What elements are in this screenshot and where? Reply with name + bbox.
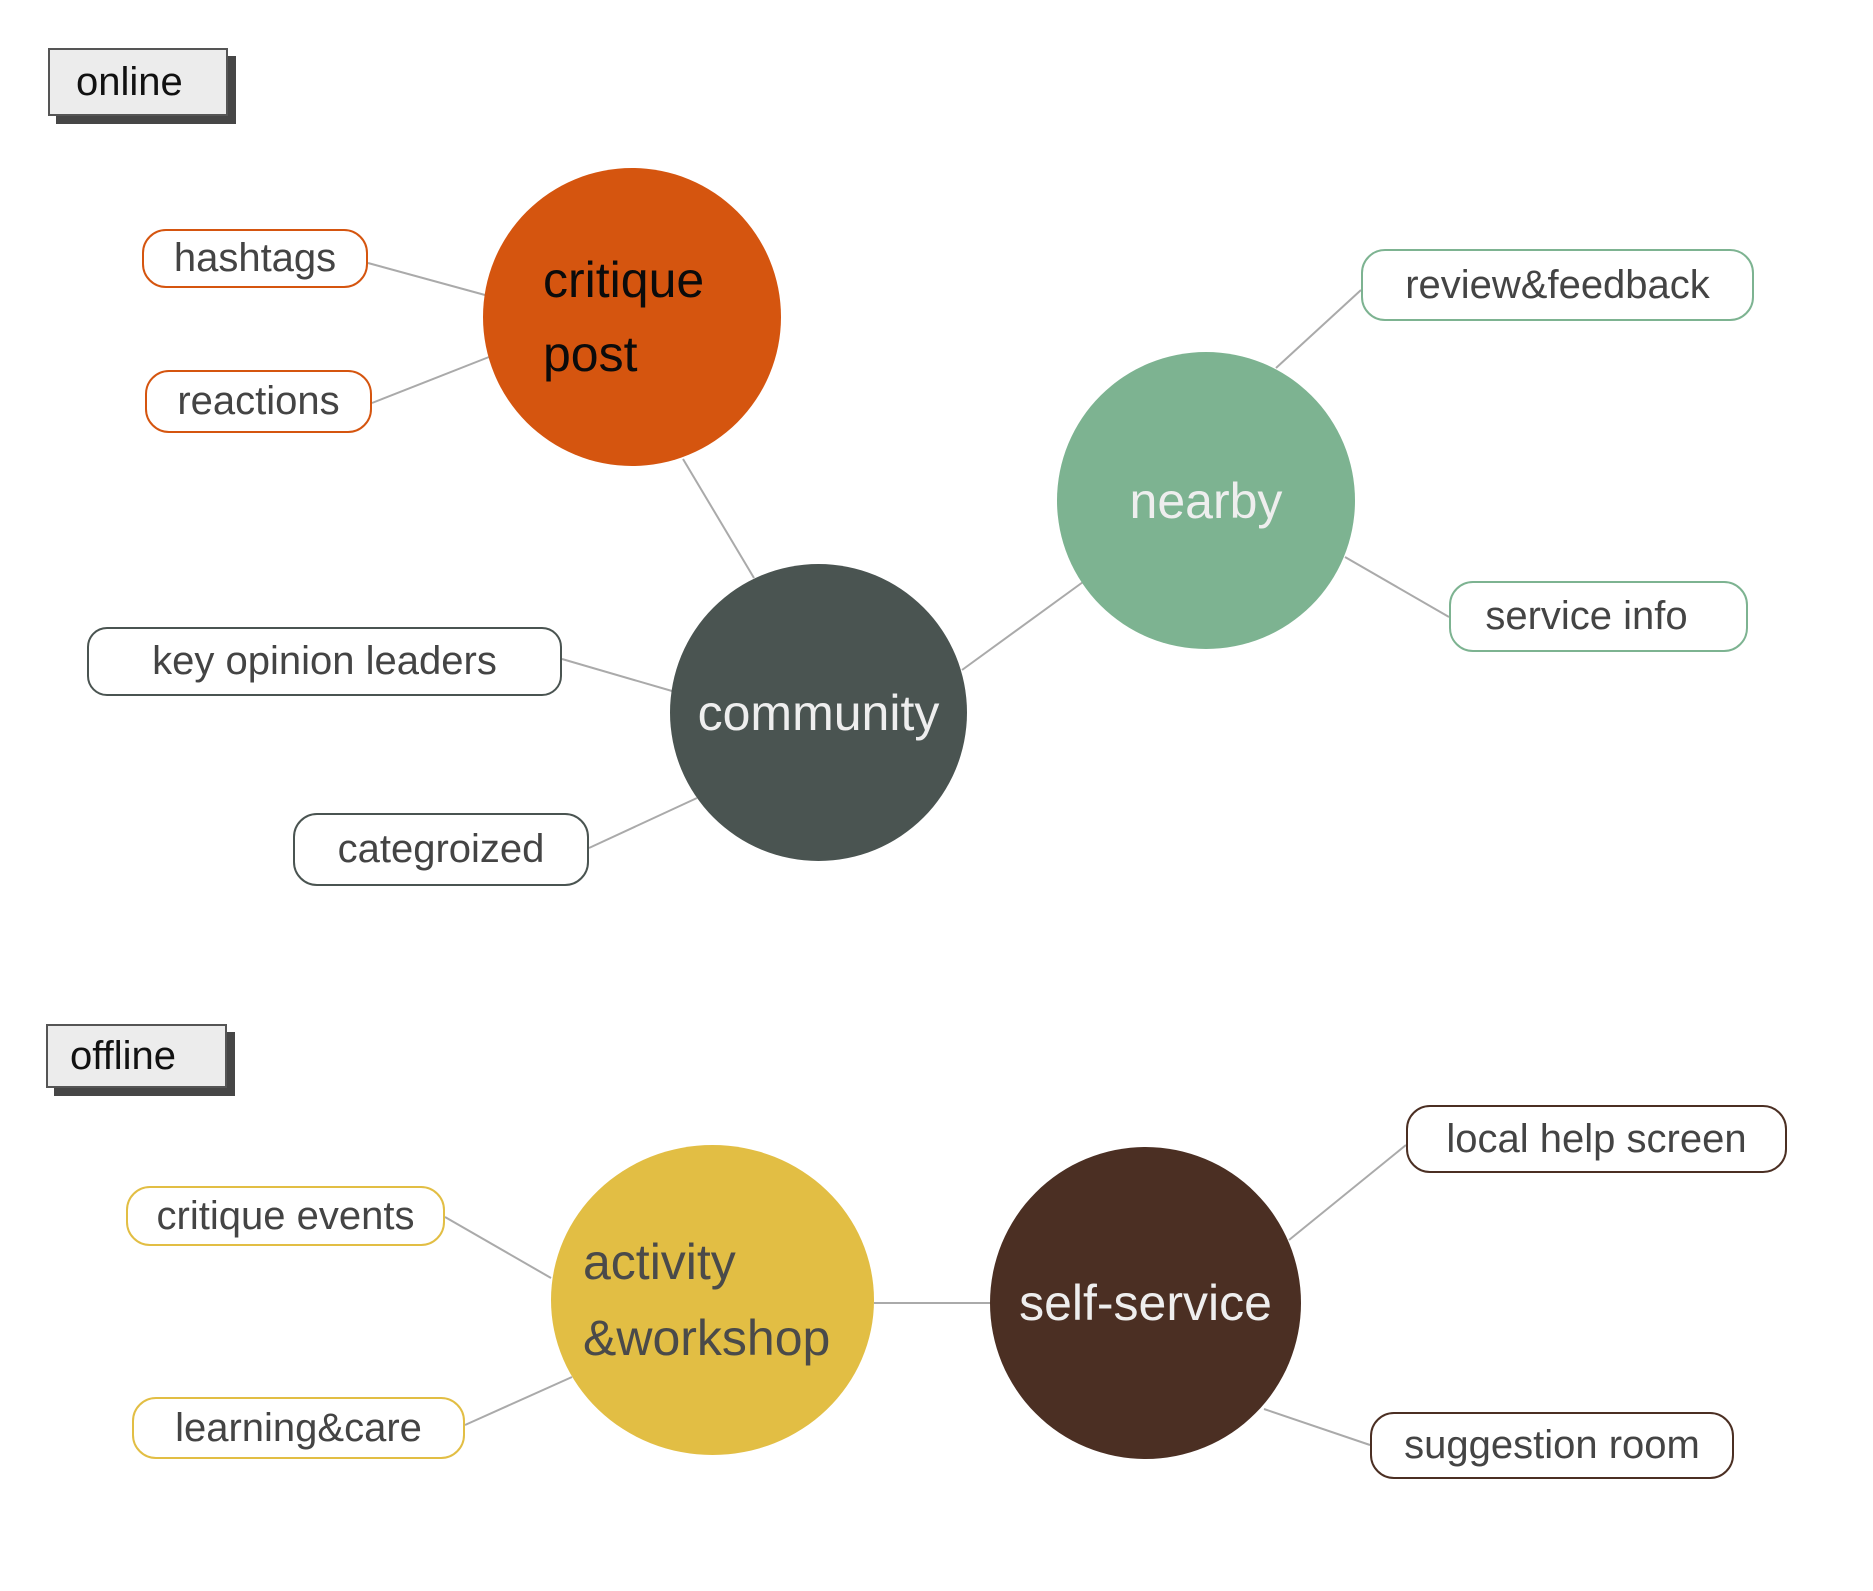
section-label-online: online — [48, 48, 228, 116]
leaf-local-help-screen[interactable]: local help screen — [1406, 1105, 1787, 1173]
link-hashtags-critique — [367, 262, 486, 296]
hub-self-service-label: self-service — [1019, 1275, 1272, 1331]
hub-activity-line1: activity — [583, 1234, 736, 1290]
link-nearby-service-info — [1344, 556, 1450, 618]
leaf-suggestion-room[interactable]: suggestion room — [1370, 1412, 1734, 1479]
hub-activity-workshop[interactable]: activity &workshop — [551, 1145, 874, 1455]
hub-nearby-label: nearby — [1129, 472, 1283, 529]
leaf-review-feedback[interactable]: review&feedback — [1361, 249, 1754, 321]
link-categroized-community — [588, 797, 698, 849]
link-community-nearby — [961, 581, 1084, 671]
section-label-online-text: online — [76, 59, 183, 104]
hub-community-label: community — [697, 684, 940, 741]
link-critique-events-activity — [444, 1216, 552, 1279]
hub-critique-post[interactable]: critique post — [483, 168, 781, 466]
hub-critique-post-line2: post — [543, 326, 638, 382]
hub-nearby[interactable]: nearby — [1057, 352, 1355, 649]
hub-critique-post-line1: critique — [543, 252, 705, 308]
leaf-hashtags[interactable]: hashtags — [142, 229, 368, 288]
section-label-offline-text: offline — [70, 1033, 177, 1078]
leaf-categroized[interactable]: categroized — [293, 813, 589, 886]
link-learning-activity — [464, 1376, 573, 1426]
link-self-service-suggestion — [1263, 1408, 1371, 1446]
leaf-key-opinion-leaders[interactable]: key opinion leaders — [87, 627, 562, 696]
link-critique-community — [682, 458, 755, 579]
link-reactions-critique — [371, 356, 490, 404]
leaf-critique-events[interactable]: critique events — [126, 1186, 445, 1246]
link-nearby-review — [1275, 289, 1362, 369]
link-self-service-local-help — [1288, 1144, 1407, 1241]
leaf-reactions[interactable]: reactions — [145, 370, 372, 433]
section-label-offline: offline — [46, 1024, 227, 1088]
hub-community[interactable]: community — [670, 564, 967, 861]
leaf-service-info[interactable]: service info — [1449, 581, 1748, 652]
hub-activity-line2: &workshop — [583, 1310, 831, 1366]
link-kol-community — [561, 658, 673, 692]
leaf-learning-care[interactable]: learning&care — [132, 1397, 465, 1459]
hub-self-service[interactable]: self-service — [990, 1147, 1301, 1459]
